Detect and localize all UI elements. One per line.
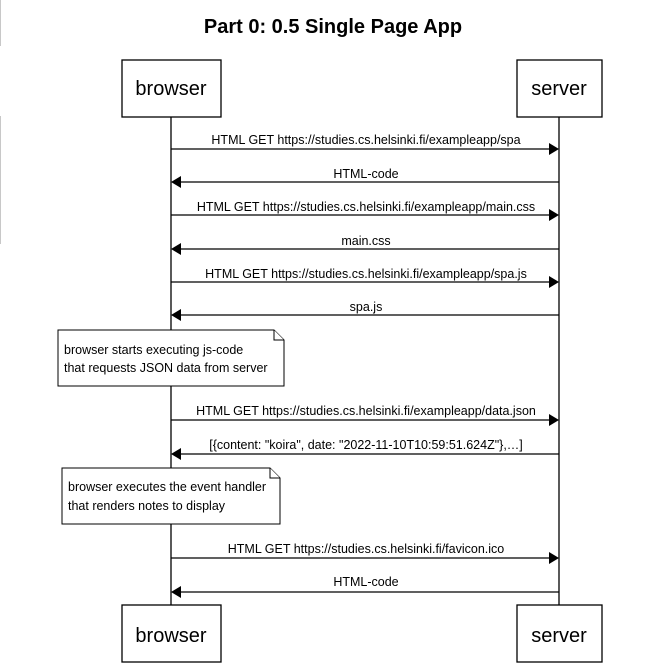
- actor-server-top: server: [516, 59, 603, 118]
- message-8: [{content: "koira", date: "2022-11-10T10…: [171, 438, 559, 460]
- message-label: spa.js: [350, 300, 383, 314]
- message-label: HTML GET https://studies.cs.helsinki.fi/…: [196, 404, 536, 418]
- message-label: HTML-code: [333, 167, 398, 181]
- message-6: spa.js: [171, 300, 559, 321]
- note-line: browser executes the event handler: [68, 480, 266, 494]
- diagram-title: Part 0: 0.5 Single Page App: [204, 16, 462, 38]
- actor-browser-label: browser: [135, 78, 206, 100]
- message-label: main.css: [341, 234, 390, 248]
- note-line: that renders notes to display: [68, 499, 226, 513]
- message-1: HTML GET https://studies.cs.helsinki.fi/…: [171, 133, 559, 155]
- actor-browser-top: browser: [121, 59, 222, 118]
- actor-browser-label: browser: [135, 625, 206, 647]
- message-label: HTML-code: [333, 575, 398, 589]
- actor-server-label: server: [531, 625, 587, 647]
- message-10: HTML-code: [171, 575, 559, 598]
- message-4: main.css: [171, 234, 559, 255]
- actor-server-bottom: server: [516, 604, 603, 663]
- note-2: browser executes the event handler that …: [61, 467, 281, 525]
- message-label: HTML GET https://studies.cs.helsinki.fi/…: [228, 542, 505, 556]
- note-1: browser starts executing js-code that re…: [57, 329, 285, 387]
- actor-browser-bottom: browser: [121, 604, 222, 663]
- note-line: that requests JSON data from server: [64, 361, 268, 375]
- left-edge-mark: [0, 0, 1, 46]
- left-edge-mark: [0, 116, 1, 244]
- actor-server-label: server: [531, 78, 587, 100]
- message-5: HTML GET https://studies.cs.helsinki.fi/…: [171, 267, 559, 288]
- message-label: HTML GET https://studies.cs.helsinki.fi/…: [211, 133, 520, 147]
- note-line: browser starts executing js-code: [64, 343, 243, 357]
- message-9: HTML GET https://studies.cs.helsinki.fi/…: [171, 542, 559, 564]
- message-2: HTML-code: [171, 167, 559, 188]
- message-label: HTML GET https://studies.cs.helsinki.fi/…: [197, 200, 535, 214]
- message-label: HTML GET https://studies.cs.helsinki.fi/…: [205, 267, 527, 281]
- message-7: HTML GET https://studies.cs.helsinki.fi/…: [171, 404, 559, 426]
- message-label: [{content: "koira", date: "2022-11-10T10…: [209, 438, 523, 452]
- message-3: HTML GET https://studies.cs.helsinki.fi/…: [171, 200, 559, 221]
